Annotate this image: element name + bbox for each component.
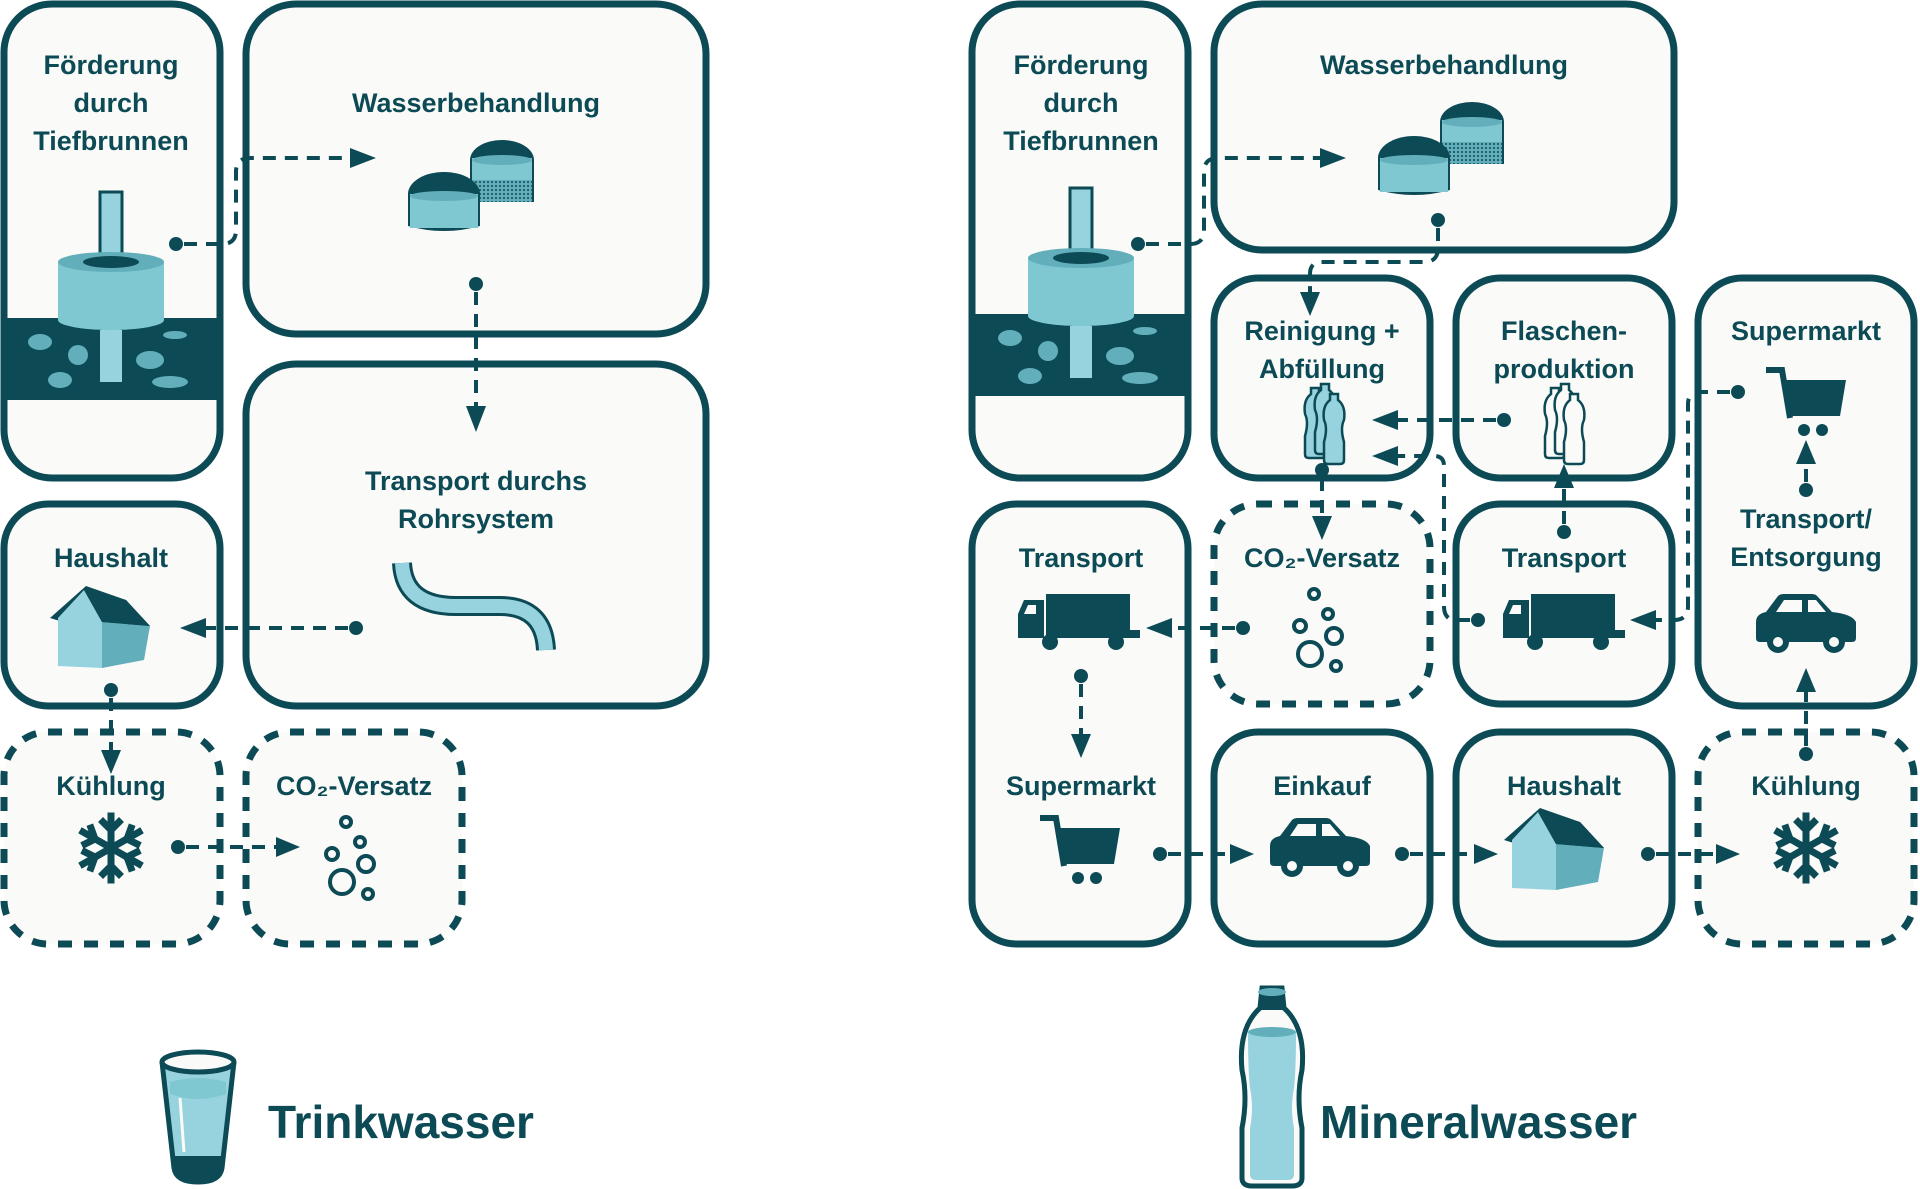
step-kuehlung-trink: Kühlung xyxy=(0,728,224,948)
step-label: Einkauf xyxy=(1273,771,1372,801)
filled-bottles-icon xyxy=(1303,382,1346,466)
water-bottle-icon xyxy=(1238,985,1306,1189)
step-label: Reinigung +Abfüllung xyxy=(1244,316,1399,384)
flow-haushalt-to-kuehlung xyxy=(101,683,121,774)
step-label: Supermarkt xyxy=(1006,771,1156,801)
step-wasserbehandlung-trink: Wasserbehandlung xyxy=(242,0,710,338)
water-tank-front xyxy=(1378,136,1450,195)
flow-rohrsystem-to-haushalt xyxy=(180,618,363,638)
step-flaschen-mineral: Flaschen-produktion xyxy=(1452,274,1676,482)
flow-transport-to-abfuellung xyxy=(1372,446,1485,627)
flow-transport-to-supermarkt xyxy=(1071,669,1091,758)
water-tanks-icon xyxy=(1440,102,1504,164)
step-label: Transport/Entsorgung xyxy=(1730,504,1881,572)
step-label: Kühlung xyxy=(56,771,165,801)
step-label: Wasserbehandlung xyxy=(1320,50,1568,80)
flow-kuehlung-to-co2 xyxy=(171,837,300,857)
step-label: CO₂-Versatz xyxy=(276,771,432,801)
flow-abfuellung-to-co2 xyxy=(1312,463,1332,540)
water-tank-front xyxy=(408,172,480,231)
step-kuehlung-mineral: Kühlung xyxy=(1694,728,1918,948)
step-haushalt-mineral: Haushalt xyxy=(1452,728,1676,948)
flow-haushalt-to-kuehlung xyxy=(1641,844,1740,864)
trinkwasser-title: Trinkwasser xyxy=(159,1049,534,1185)
flow-supermarkt-to-transport xyxy=(1630,385,1745,630)
empty-bottles-icon xyxy=(1543,382,1586,466)
flow-supermarkt-to-einkauf xyxy=(1153,844,1254,864)
flow-kuehlung-to-entsorgung xyxy=(1796,668,1816,761)
step-transport-mid-mineral: Transport xyxy=(1452,500,1676,708)
flow-arrows-trink xyxy=(101,148,486,857)
flow-behandlung-to-rohrsystem xyxy=(466,277,486,432)
water-glass-icon xyxy=(159,1049,237,1185)
step-wasserbehandlung-mineral: Wasserbehandlung xyxy=(1210,0,1678,254)
pipe-icon xyxy=(392,561,556,651)
step-co2-trink: CO₂-Versatz xyxy=(242,728,466,948)
step-einkauf-mineral: Einkauf xyxy=(1210,728,1434,948)
flow-foerderung-to-behandlung xyxy=(169,148,376,251)
step-haushalt-trink: Haushalt xyxy=(0,500,224,710)
deep-well-icon xyxy=(998,186,1158,384)
step-label: Kühlung xyxy=(1751,771,1860,801)
flow-flaschen-to-abfuellung xyxy=(1372,410,1511,430)
step-label: Supermarkt xyxy=(1731,316,1881,346)
step-label: Haushalt xyxy=(1507,771,1621,801)
flow-co2-to-transport xyxy=(1146,618,1250,638)
step-label: Transport xyxy=(1502,543,1627,573)
mineralwasser-title: Mineralwasser xyxy=(1238,985,1637,1189)
step-label: Flaschen-produktion xyxy=(1494,316,1635,384)
flow-foerderung-to-behandlung xyxy=(1131,148,1346,251)
deep-well-icon xyxy=(28,190,188,388)
step-transport-left-mineral: Transport Supermarkt xyxy=(968,500,1192,948)
water-tanks-icon xyxy=(470,140,534,202)
flow-behandlung-to-abfuellung xyxy=(1300,213,1445,316)
flow-arrows-mineral xyxy=(1071,148,1816,864)
step-label: Transport xyxy=(1019,543,1144,573)
step-label: CO₂-Versatz xyxy=(1244,543,1400,573)
step-label: Wasserbehandlung xyxy=(352,88,600,118)
flow-transport-to-flaschen xyxy=(1554,464,1574,539)
mineralwasser-heading: Mineralwasser xyxy=(1320,1096,1637,1148)
flow-einkauf-to-haushalt xyxy=(1395,844,1498,864)
step-label: Haushalt xyxy=(54,543,168,573)
trinkwasser-heading: Trinkwasser xyxy=(268,1096,534,1148)
flow-entsorgung-to-supermarkt xyxy=(1796,440,1816,497)
